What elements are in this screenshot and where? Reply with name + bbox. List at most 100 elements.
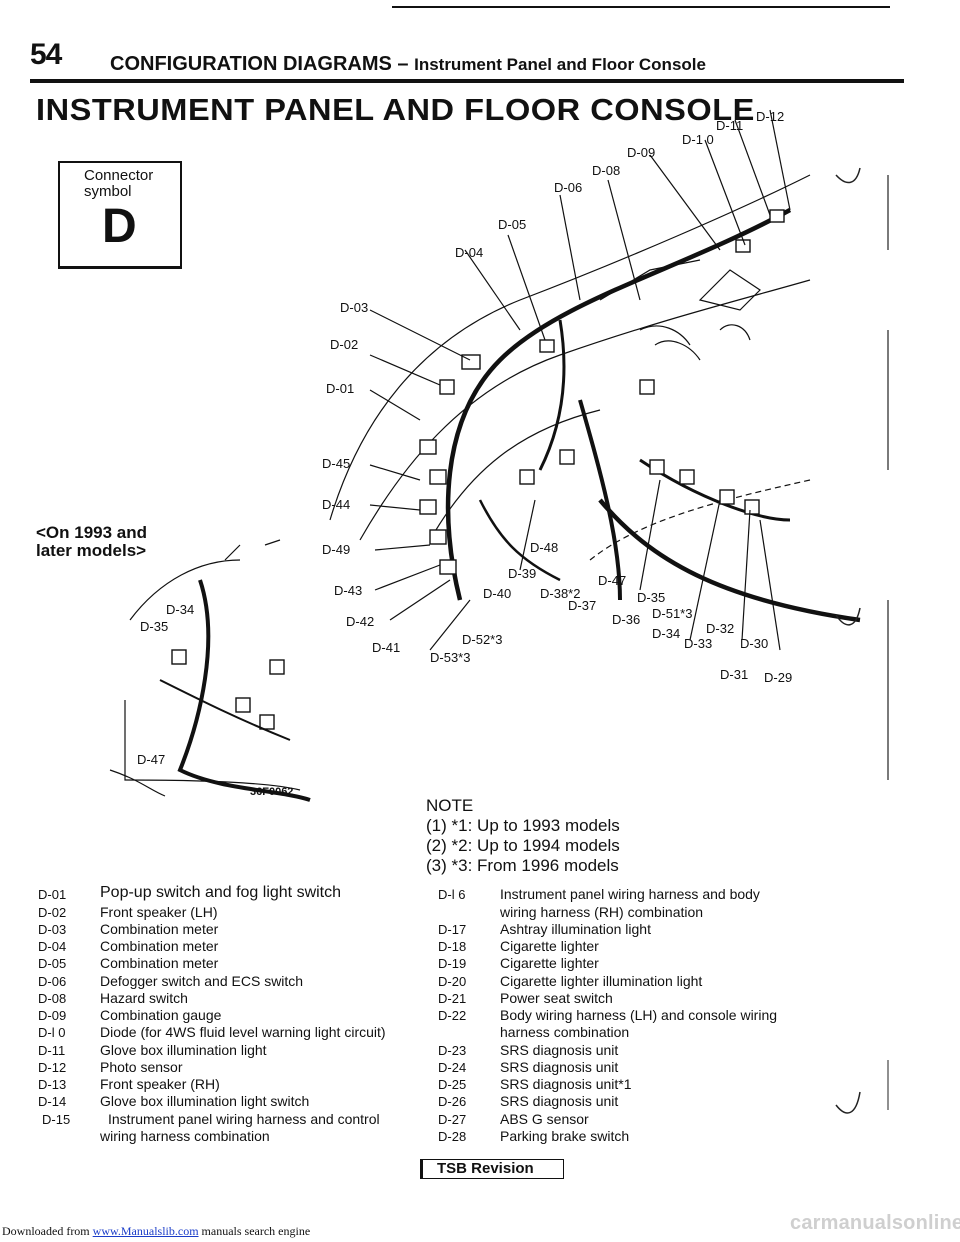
connector-desc: Photo sensor (100, 1059, 183, 1075)
label-d39: D-39 (508, 566, 537, 581)
note-text: From 1996 models (477, 856, 619, 875)
connector-code: D-12 (38, 1060, 67, 1075)
note-mark: *3: (451, 856, 473, 875)
connector-desc-cont: wiring harness combination (100, 1128, 270, 1144)
connector-code: D-23 (438, 1043, 467, 1058)
connector-code: D-09 (38, 1008, 67, 1023)
connector-code: D-l 0 (38, 1025, 66, 1040)
connector-code: D-03 (38, 922, 67, 937)
page-number: 54 (30, 38, 62, 71)
connector-symbol-letter: D (102, 200, 137, 253)
label-d51: D-51*3 (652, 606, 693, 621)
section-header: CONFIGURATION DIAGRAMS – Instrument Pane… (110, 53, 706, 76)
later-models-caption: <On 1993 and later models> (36, 524, 147, 560)
later-models-line2: later models> (36, 541, 147, 560)
connector-desc: Body wiring harness (LH) and console wir… (500, 1007, 778, 1023)
connector-desc: SRS diagnosis unit (500, 1059, 619, 1075)
note-mark: *1: (451, 816, 473, 835)
connector-desc: SRS diagnosis unit*1 (500, 1076, 632, 1092)
note-num: (2) (426, 836, 447, 855)
connector-code: D-18 (438, 939, 467, 954)
label-d38: D-38*2 (540, 586, 581, 601)
connector-code: D-20 (438, 974, 467, 989)
connector-code: D-25 (438, 1077, 467, 1092)
connector-desc: Glove box illumination light switch (100, 1093, 310, 1109)
footer-download: Downloaded from www.Manualslib.com manua… (2, 1224, 310, 1239)
connector-desc: Combination meter (100, 921, 219, 937)
connector-code: D-02 (38, 905, 67, 920)
connector-code: D-13 (38, 1077, 67, 1092)
connector-desc: Cigarette lighter (500, 955, 599, 971)
subsection-title: Instrument Panel and Floor Console (414, 55, 706, 74)
connector-code: D-17 (438, 922, 467, 937)
inset-label-d34: D-34 (166, 602, 195, 617)
connector-code: D-26 (438, 1094, 467, 1109)
label-d47: D-47 (598, 573, 627, 588)
note-item: (3) *3: From 1996 models (426, 856, 620, 876)
connector-code: D-l 6 (438, 887, 466, 902)
connector-desc: Parking brake switch (500, 1128, 630, 1144)
connector-code: D-01 (38, 887, 67, 902)
label-d44: D-44 (322, 497, 351, 512)
label-d34: D-34 (652, 626, 681, 641)
label-d49: D-49 (322, 542, 351, 557)
label-d04: D-04 (455, 245, 484, 260)
label-d10: D-1 0 (682, 132, 714, 147)
label-d33: D-33 (684, 636, 713, 651)
label-d08: D-08 (592, 163, 621, 178)
label-d12: D-12 (756, 109, 785, 124)
label-d30: D-30 (740, 636, 769, 651)
connector-desc: Diode (for 4WS fluid level warning light… (100, 1024, 386, 1040)
label-d05: D-05 (498, 217, 527, 232)
label-d40: D-40 (483, 586, 512, 601)
label-d37: D-37 (568, 598, 597, 613)
page-title: INSTRUMENT PANEL AND FLOOR CONSOLE (36, 92, 755, 127)
label-d35: D-35 (637, 590, 666, 605)
connector-desc: Instrument panel wiring harness and body (500, 886, 760, 902)
connector-code: D-14 (38, 1094, 67, 1109)
note-item: (1) *1: Up to 1993 models (426, 816, 620, 836)
connector-desc: Ashtray illumination light (500, 921, 651, 937)
note-num: (3) (426, 856, 447, 875)
connector-desc: Combination meter (100, 938, 219, 954)
connector-code: D-06 (38, 974, 67, 989)
label-d06: D-06 (554, 180, 583, 195)
header-dash: – (397, 53, 409, 75)
connector-desc: Defogger switch and ECS switch (100, 973, 304, 989)
label-d52: D-52*3 (462, 632, 503, 647)
connector-desc: Front speaker (RH) (100, 1076, 220, 1092)
section-title: CONFIGURATION DIAGRAMS (110, 53, 392, 75)
connector-desc-cont: wiring harness (RH) combination (500, 904, 704, 920)
later-models-line1: <On 1993 and (36, 523, 148, 542)
label-d29: D-29 (764, 670, 793, 685)
tsb-revision-box: TSB Revision (420, 1159, 564, 1179)
connector-code: D-21 (438, 991, 467, 1006)
connector-desc: Pop-up switch and fog light switch (100, 884, 342, 901)
footer-prefix: Downloaded from (2, 1224, 90, 1238)
note-heading: NOTE (426, 796, 474, 815)
note-block: NOTE (1) *1: Up to 1993 models (2) *2: U… (426, 796, 620, 876)
label-d31: D-31 (720, 667, 749, 682)
label-d42: D-42 (346, 614, 375, 629)
connector-desc: Combination gauge (100, 1007, 222, 1023)
footer-suffix: manuals search engine (201, 1224, 311, 1238)
note-num: (1) (426, 816, 447, 835)
connector-code: D-22 (438, 1008, 467, 1023)
footer-link[interactable]: www.Manualslib.com (92, 1224, 199, 1238)
label-d32: D-32 (706, 621, 735, 636)
label-d09: D-09 (627, 145, 656, 160)
connector-list-left: D-01 Pop-up switch and fog light switch D… (38, 884, 418, 1156)
top-rule (392, 6, 890, 8)
label-d02: D-02 (330, 337, 359, 352)
connector-code: D-24 (438, 1060, 467, 1075)
connector-code: D-28 (438, 1129, 467, 1144)
note-text: Up to 1994 models (477, 836, 620, 855)
label-d48: D-48 (530, 540, 559, 555)
label-d11: D-11 (716, 118, 744, 133)
inset-label-d35: D-35 (140, 619, 169, 634)
connector-desc: Cigarette lighter illumination light (500, 973, 703, 989)
connector-desc: SRS diagnosis unit (500, 1093, 619, 1109)
label-d01: D-01 (326, 381, 355, 396)
connector-desc: Power seat switch (500, 990, 613, 1006)
